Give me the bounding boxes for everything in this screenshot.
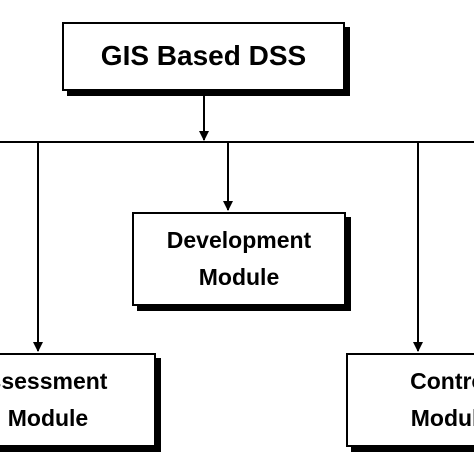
control-module-line2: Module <box>410 405 474 431</box>
gis-based-dss-label: GIS Based DSS <box>100 40 307 72</box>
control-module-line1: Control <box>410 368 474 395</box>
gis-based-dss-node: GIS Based DSS <box>62 22 345 91</box>
development-module-line2: Module <box>198 264 280 290</box>
development-module-line1: Development <box>166 227 312 254</box>
development-module-node: Development Module <box>132 212 346 306</box>
assessment-module-line1: ssessment <box>0 368 108 395</box>
assessment-module-node: ssessment Module <box>0 353 156 447</box>
control-module-node: Control Module <box>346 353 474 447</box>
assessment-module-line2: Module <box>7 405 89 431</box>
